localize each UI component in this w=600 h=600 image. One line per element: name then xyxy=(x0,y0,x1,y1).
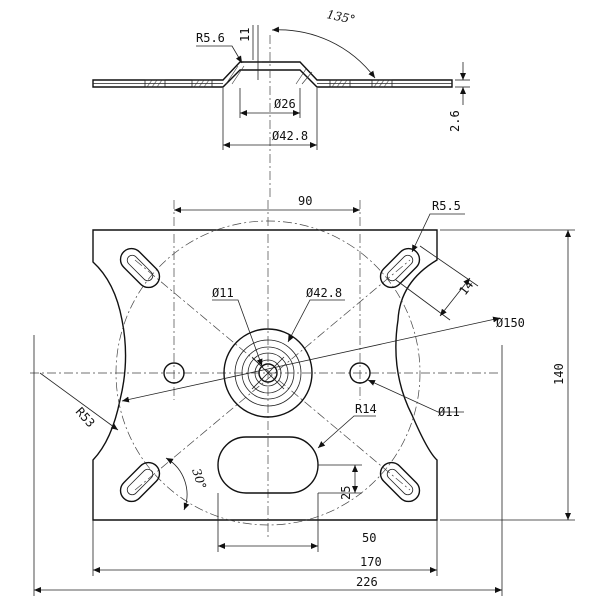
plate-outline xyxy=(92,229,438,521)
dim-side-radius: R53 xyxy=(73,405,98,430)
dim-top-fillet: R5.6 xyxy=(196,31,225,45)
dim-corner-slot-radius: R5.5 xyxy=(432,199,461,213)
dim-slot-angle: 30° xyxy=(189,467,209,492)
dim-top-angle: 135° xyxy=(325,7,356,27)
dim-slot-height: 25 xyxy=(339,486,353,500)
dim-hub-hole: Ø11 xyxy=(212,286,234,300)
plan-view: 90 R5.5 14 Ø150 Ø11 Ø42.8 R14 Ø11 R53 30… xyxy=(30,194,575,596)
section-view: Ø26 Ø42.8 R5.6 11 135° 2.6 xyxy=(92,7,470,200)
dim-slot-width: 50 xyxy=(362,531,376,545)
dim-top-outer-dia: Ø42.8 xyxy=(272,129,308,143)
dim-thickness: 2.6 xyxy=(448,110,462,132)
dim-overall-width: 226 xyxy=(356,575,378,589)
dim-plate-height: 140 xyxy=(552,363,566,385)
dim-side-hole: Ø11 xyxy=(438,405,460,419)
dim-slot-spacing: 90 xyxy=(298,194,312,208)
dim-slot-length: 14 xyxy=(456,278,476,298)
dim-top-inner-dia: Ø26 xyxy=(274,97,296,111)
dim-bolt-circle: Ø150 xyxy=(496,316,525,330)
dim-hub-dia: Ø42.8 xyxy=(306,286,342,300)
dim-slot-radius: R14 xyxy=(355,402,377,416)
dim-inner-width: 170 xyxy=(360,555,382,569)
dim-top-height: 11 xyxy=(238,28,252,42)
section-hatching xyxy=(144,65,393,88)
